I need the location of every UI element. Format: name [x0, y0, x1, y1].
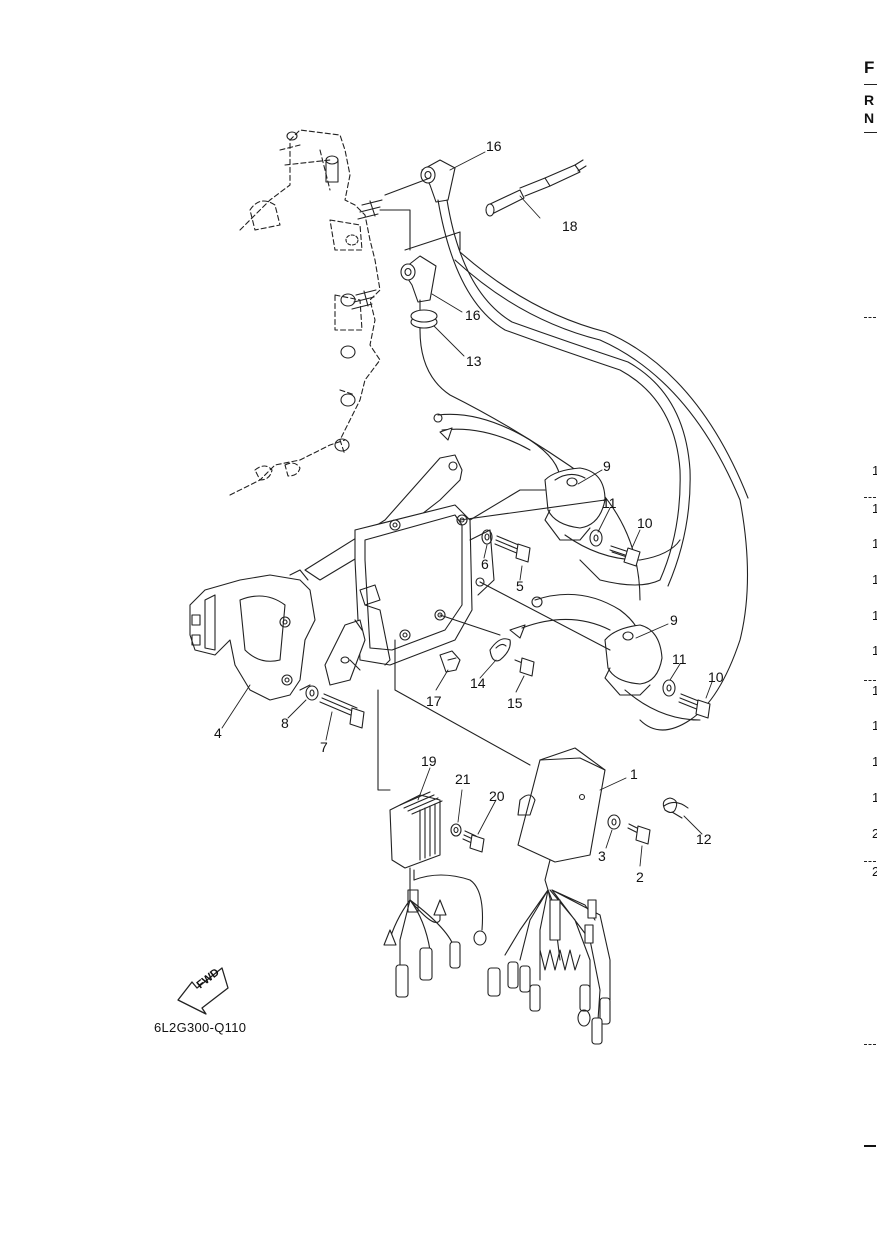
edge-row-number: 1 [872, 683, 877, 698]
edge-row-number: 1 [872, 463, 877, 478]
part-label-7: 7 [320, 739, 328, 755]
ignition-coil-lower [509, 593, 701, 721]
clip-12 [662, 797, 689, 819]
bolt-20 [462, 830, 485, 853]
part-label-9-upper: 9 [603, 458, 611, 474]
edge-row-number: 1 [872, 754, 877, 769]
bolt-2 [627, 823, 651, 845]
part-label-15: 15 [507, 695, 523, 711]
mounting-plate [304, 454, 495, 666]
edge-row-number: 1 [872, 643, 877, 658]
edge-rule [864, 132, 877, 133]
edge-dash [864, 497, 876, 499]
edge-row-number: 2 [872, 864, 877, 879]
part-label-13: 13 [466, 353, 482, 369]
part-label-4: 4 [214, 725, 222, 741]
part-label-16-lower: 16 [465, 307, 481, 323]
spark-plugs [286, 131, 383, 452]
edge-dash [864, 680, 876, 682]
part-label-5: 5 [516, 578, 524, 594]
edge-bar [864, 1145, 876, 1147]
clamp-14 [489, 638, 511, 662]
bolt-5 [494, 535, 531, 563]
part-label-10-lower: 10 [708, 669, 724, 685]
part-label-20: 20 [489, 788, 505, 804]
edge-row-number: 1 [872, 608, 877, 623]
edge-header-char-3: N [864, 110, 875, 126]
part-label-17: 17 [426, 693, 442, 709]
washer-11-lower [662, 679, 676, 697]
part-label-11-upper: 11 [602, 495, 617, 511]
edge-row-number: 1 [872, 718, 877, 733]
part-label-14: 14 [470, 675, 486, 691]
washer-8 [305, 685, 319, 701]
cable-long-loop [454, 251, 749, 731]
bolt-7 [319, 693, 365, 729]
cover-housing [189, 569, 316, 701]
cdi-unit [487, 747, 611, 1045]
label-leaders [221, 151, 713, 867]
part-label-8: 8 [281, 715, 289, 731]
edge-header-char-1: F [864, 58, 875, 77]
leader-lines [299, 489, 611, 791]
washer-3 [607, 814, 621, 830]
edge-dash [864, 1044, 876, 1046]
part-label-19: 19 [421, 753, 437, 769]
part-label-1: 1 [630, 766, 638, 782]
edge-row-number: 1 [872, 501, 877, 516]
bolt-10-lower [678, 693, 711, 719]
washer-21 [450, 823, 462, 837]
edge-header-char-2: R [864, 92, 875, 108]
side-bracket [324, 619, 366, 686]
edge-dash [864, 861, 876, 863]
diagram-code: 6L2G300-Q110 [154, 1020, 247, 1035]
part-label-3: 3 [598, 848, 606, 864]
washer-11-upper [589, 529, 603, 547]
bolt-15 [514, 657, 535, 677]
leader-line [379, 177, 461, 251]
engine-block-outline [229, 129, 381, 496]
edge-rule [864, 84, 877, 85]
part-label-2: 2 [636, 869, 644, 885]
part-label-18: 18 [562, 218, 578, 234]
edge-row-number: 1 [872, 790, 877, 805]
part-label-11-lower: 11 [672, 651, 687, 667]
part-label-21: 21 [455, 771, 471, 787]
part-label-12: 12 [696, 831, 712, 847]
edge-row-number: 2 [872, 826, 877, 841]
washer-6 [481, 529, 493, 545]
spark-plug-cap-upper [420, 159, 691, 587]
part-label-9-lower: 9 [670, 612, 678, 628]
bolt-17 [439, 650, 461, 673]
rectifier-regulator [383, 791, 487, 998]
fwd-arrow [177, 967, 229, 1015]
bolt-10-upper [609, 545, 641, 567]
wire-terminal [485, 159, 587, 217]
edge-row-number: 1 [872, 572, 877, 587]
part-label-16-upper: 16 [486, 138, 502, 154]
part-label-6: 6 [481, 556, 489, 572]
spark-plug-cap-lower [400, 255, 641, 601]
grommet [410, 309, 438, 329]
part-label-10-upper: 10 [637, 515, 653, 531]
edge-row-number: 1 [872, 536, 877, 551]
edge-dash [864, 317, 876, 319]
